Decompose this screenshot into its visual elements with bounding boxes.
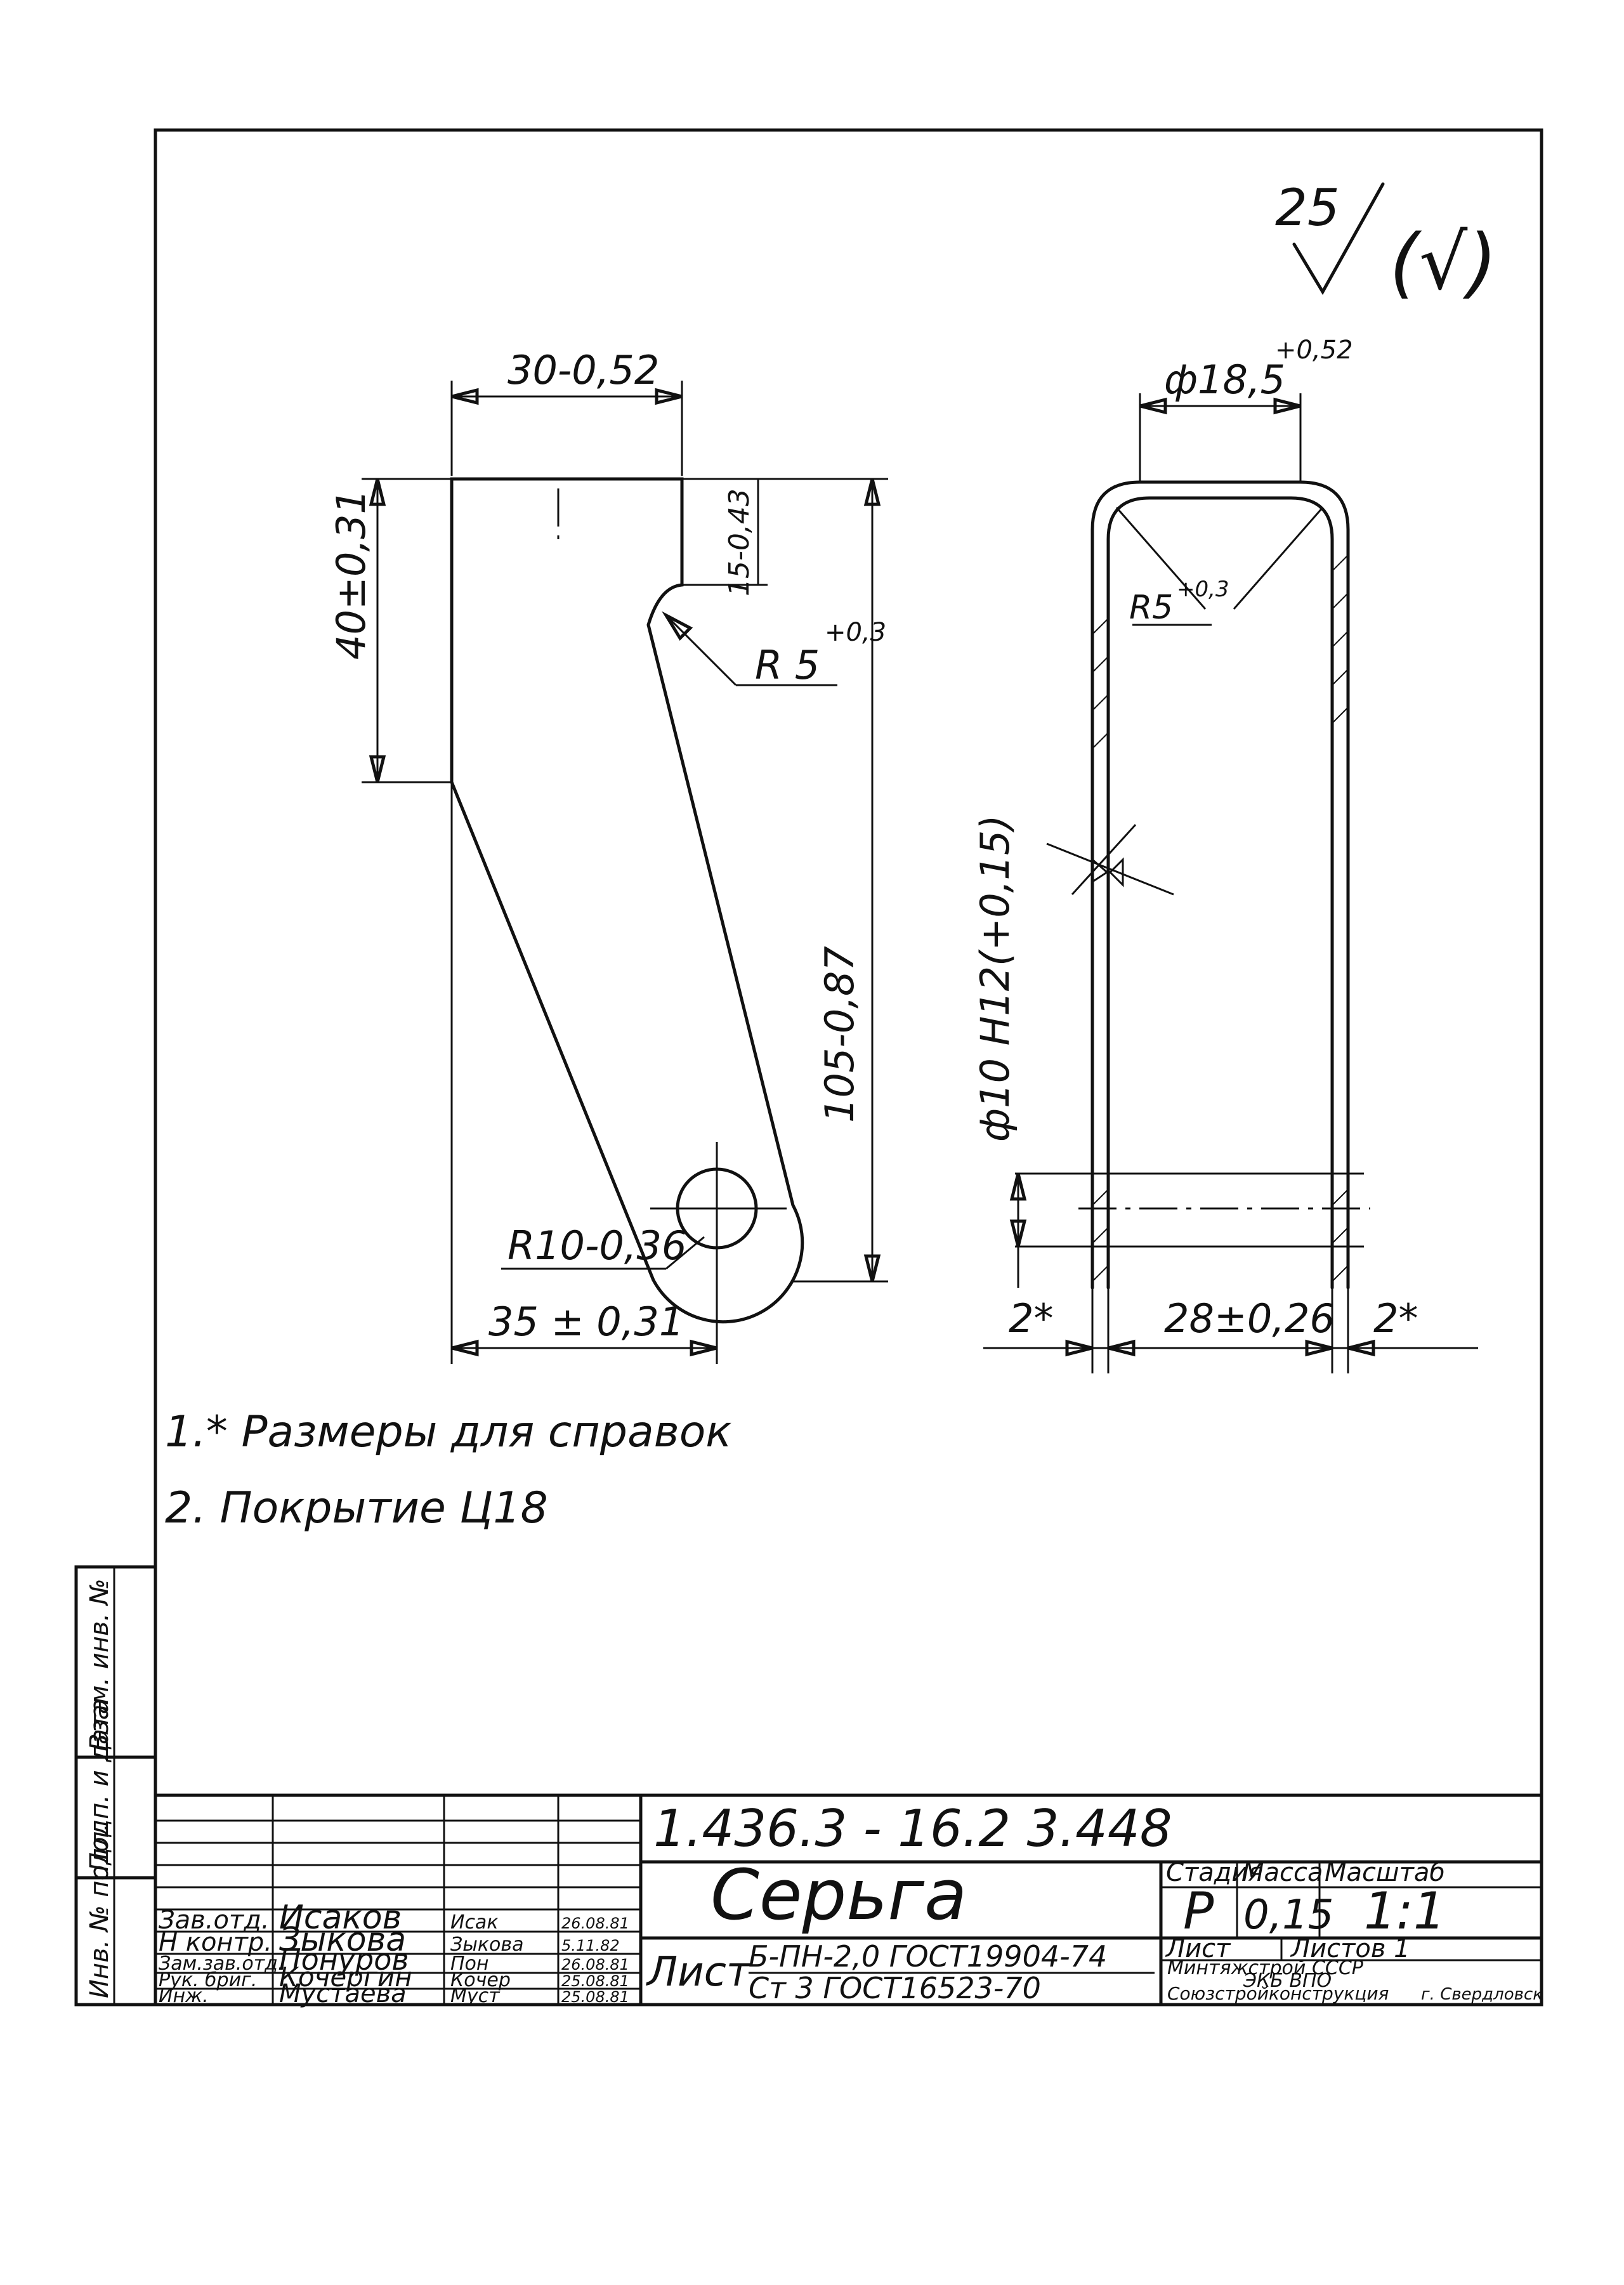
svg-text:Н контр.: Н контр. — [159, 1928, 272, 1957]
roughness-symbol: 25 (√) — [1275, 178, 1497, 307]
svg-text:Кочергин: Кочергин — [279, 1961, 412, 1993]
section-hatching — [1092, 554, 1349, 1282]
svg-text:Понуров: Понуров — [279, 1942, 409, 1977]
roughness-general: (√) — [1389, 219, 1497, 307]
header-scale: Масштаб — [1325, 1858, 1445, 1887]
dim-r10: R10-0,36 — [508, 1222, 686, 1269]
svg-text:Мустаева: Мустаева — [279, 1979, 407, 2008]
svg-text:Зыкова: Зыкова — [279, 1921, 406, 1959]
signature-row-2: Н контр. Зыкова Зыкова 5.11.82 — [159, 1921, 620, 1959]
side-stamp-col2: Подп. и дата — [85, 1699, 114, 1871]
svg-text:Исаков: Исаков — [279, 1899, 402, 1937]
svg-text:Зам.зав.отд.: Зам.зав.отд. — [159, 1953, 284, 1975]
svg-text:Исак: Исак — [450, 1911, 498, 1934]
part-outline — [450, 477, 804, 1324]
org-line-1: Минтяжстрой СССР — [1167, 1957, 1364, 1979]
dim-right-ref: 2* — [1373, 1295, 1418, 1342]
doc-number: 1.436.3 - 16.2 3.448 — [653, 1799, 1172, 1858]
dim-inner-width: 28±0,26 — [1164, 1295, 1335, 1342]
signature-row-4: Рук. бриг. Кочергин Кочер 25.08.81 — [159, 1961, 629, 1993]
dim-left-ref: 2* — [1009, 1295, 1053, 1342]
dim-r5: R 5 — [755, 642, 820, 688]
sheets-label: Листов 1 — [1290, 1934, 1410, 1963]
header-stage: Стадия — [1166, 1858, 1263, 1887]
part-name: Серьга — [710, 1854, 967, 1935]
org-line-4: г. Свердловск — [1421, 1985, 1543, 2004]
svg-text:25.08.81: 25.08.81 — [561, 1988, 629, 2006]
dim-r5-tol: +0,3 — [825, 618, 886, 647]
svg-text:Муст: Муст — [450, 1985, 501, 2007]
note-2: 2. Покрытие Ц18 — [165, 1483, 548, 1533]
dim-inner-radius: R5 — [1129, 589, 1173, 627]
drawing-frame — [154, 128, 1543, 2007]
dim-inner-radius-tol: +0,3 — [1177, 577, 1229, 602]
dim-outer-diameter-tol: +0,52 — [1275, 336, 1353, 365]
side-stamp-col1: Инв. № подл. — [85, 1823, 114, 1998]
dim-slot-depth: 15-0,43 — [723, 488, 756, 596]
svg-text:Инж.: Инж. — [159, 1985, 209, 2007]
dim-height-total: 105-0,87 — [816, 946, 863, 1123]
signature-row-1: Зав.отд. Исаков Исак 26.08.81 — [159, 1899, 629, 1937]
value-mass: 0,15 — [1243, 1892, 1334, 1939]
side-stamp-col3: Взам. инв. № — [85, 1578, 114, 1751]
dim-height-left: 40±0,31 — [328, 489, 374, 660]
left-view: 30-0,52 40±0,31 15-0,43 R 5 +0,3 105-0,8… — [328, 347, 888, 1364]
dim-width-top: 30-0,52 — [508, 347, 659, 393]
side-stamp: Инв. № подл. Подп. и дата Взам. инв. № — [74, 1565, 157, 2007]
svg-text:Пон: Пон — [450, 1953, 489, 1975]
dim-bottom-width: 35 ± 0,31 — [488, 1299, 684, 1345]
svg-text:26.08.81: 26.08.81 — [561, 1956, 629, 1974]
roughness-value: 25 — [1275, 178, 1340, 237]
dim-outer-diameter: ф18,5 — [1164, 357, 1285, 403]
sheet-label: Лист — [1165, 1934, 1231, 1963]
signature-row-3: Зам.зав.отд. Понуров Пон 26.08.81 — [159, 1942, 629, 1977]
dim-hole: ф10 H12(+0,15) — [972, 815, 1018, 1142]
header-mass: Масса — [1242, 1858, 1323, 1887]
title-block: 1.436.3 - 16.2 3.448 Серьга Стадия Масса… — [154, 1793, 1543, 2008]
material-line-2: Ст 3 ГОСТ16523-70 — [749, 1971, 1041, 2005]
svg-text:5.11.82: 5.11.82 — [561, 1937, 620, 1954]
org-line-2: ЭКБ ВПО — [1243, 1970, 1332, 1992]
note-1: 1.* Размеры для справок — [165, 1407, 731, 1457]
svg-text:25.08.81: 25.08.81 — [561, 1972, 629, 1990]
value-scale: 1:1 — [1364, 1882, 1446, 1941]
material-line-1: Б-ПН-2,0 ГОСТ19904-74 — [749, 1939, 1107, 1974]
svg-text:Зыкова: Зыкова — [450, 1934, 523, 1956]
svg-text:Зав.отд.: Зав.отд. — [159, 1906, 270, 1935]
material-prefix: Лист — [646, 1949, 751, 1996]
value-stage: Р — [1183, 1882, 1214, 1941]
svg-text:Кочер: Кочер — [450, 1969, 511, 1991]
org-line-3: Союзстройконструкция — [1167, 1983, 1389, 2004]
right-view: ф10 H12(+0,15) ф18,5 +0,52 R5 +0,3 2* 28… — [972, 336, 1478, 1373]
svg-text:Рук. бриг.: Рук. бриг. — [159, 1969, 257, 1991]
svg-text:26.08.81: 26.08.81 — [561, 1915, 629, 1932]
signature-row-5: Инж. Мустаева Муст 25.08.81 — [159, 1979, 629, 2008]
